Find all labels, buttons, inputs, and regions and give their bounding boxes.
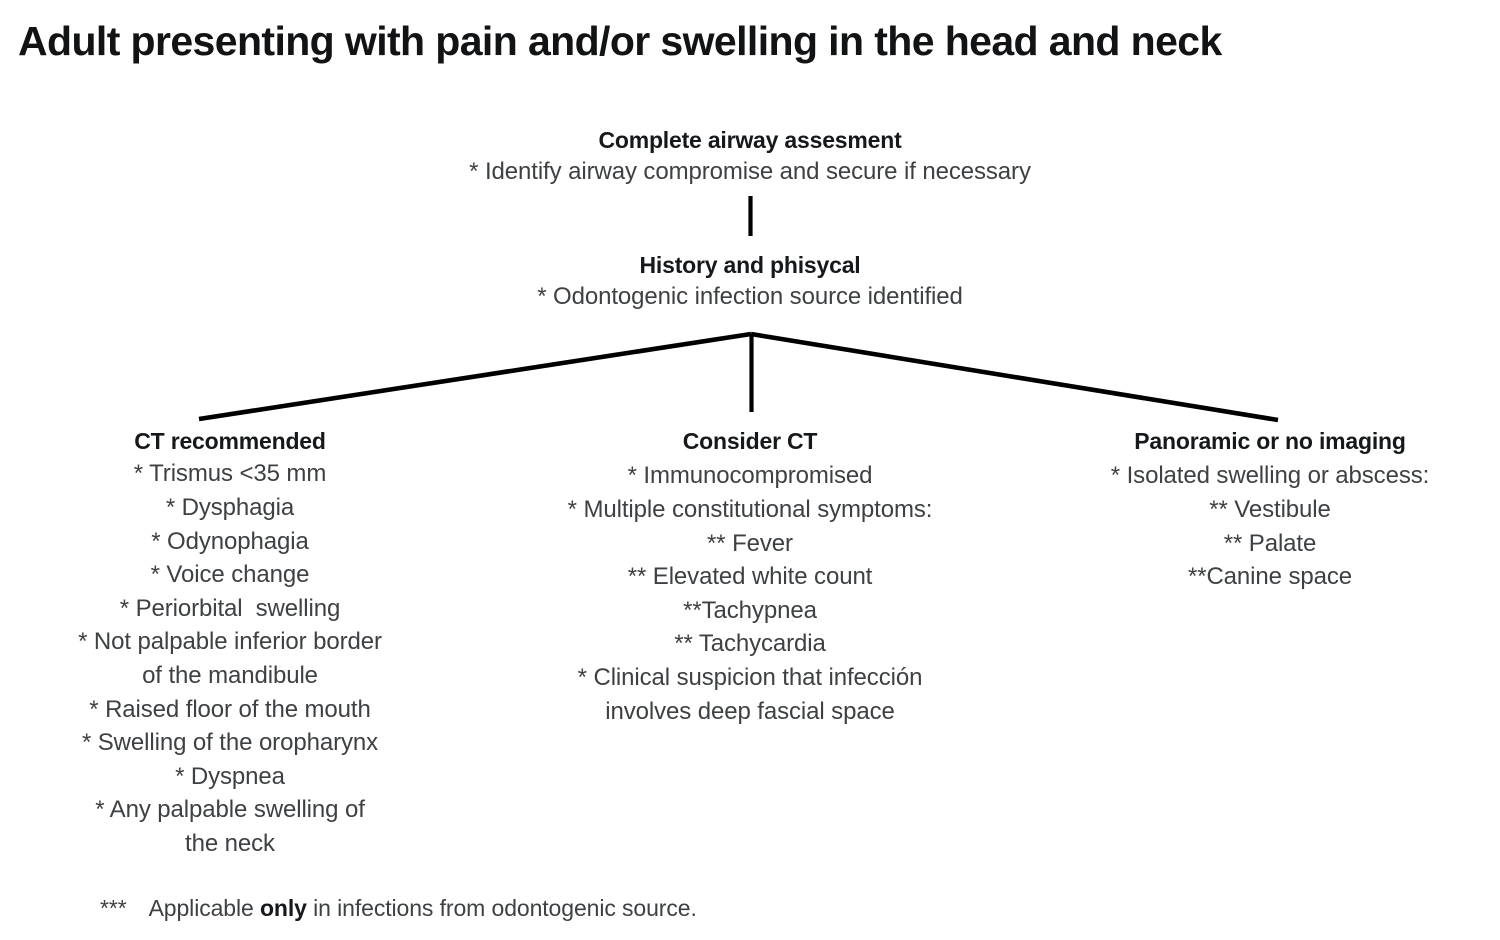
node-history-and-phisycal: History and phisycal * Odontogenic infec… — [300, 251, 1200, 314]
page-title: Adult presenting with pain and/or swelli… — [18, 18, 1222, 64]
branch-line: * Multiple constitutional symptoms: — [567, 496, 933, 524]
branch-line: * Voice change — [150, 561, 310, 589]
branch-consider-ct: Consider CT * Immunocompromised * Multip… — [510, 427, 990, 728]
branch-line: * Raised floor of the mouth — [89, 695, 371, 723]
branch-line: * Trismus <35 mm — [133, 460, 327, 488]
branch-line: * Not palpable inferior border — [78, 628, 382, 656]
connector-history-to-panoramic — [750, 331, 1279, 423]
footnotes: *** Applicable only in infections from od… — [100, 890, 1400, 927]
branch-heading: CT recommended — [134, 428, 326, 454]
node-heading: Complete airway assesment — [598, 127, 902, 153]
branch-line: ** Fever — [707, 529, 793, 557]
branch-line: ** Elevated white count — [627, 563, 873, 591]
branch-line: * Swelling of the oropharynx — [81, 729, 379, 757]
branch-line: ** Palate — [1223, 529, 1317, 557]
branch-line: involves deep fascial space — [605, 697, 895, 725]
footnote-text-after: in infections from odontogenic source. — [306, 895, 697, 921]
branch-line: * Any palpable swelling of — [95, 796, 365, 824]
footnote-emphasis: only — [259, 895, 307, 921]
branch-line: ** Vestibule — [1209, 496, 1331, 524]
branch-heading: Consider CT — [682, 428, 818, 454]
node-line: * Odontogenic infection source identifie… — [537, 283, 963, 311]
branch-panoramic-or-no-imaging: Panoramic or no imaging * Isolated swell… — [1060, 427, 1480, 594]
branch-line: the neck — [185, 829, 275, 857]
branch-line: * Clinical suspicion that infección — [577, 664, 923, 691]
connector-history-to-ct-recommended — [198, 331, 752, 422]
branch-line: **Tachypnea — [683, 596, 817, 624]
branch-line: **Canine space — [1187, 563, 1353, 591]
branch-ct-recommended: CT recommended * Trismus <35 mm * Dyspha… — [20, 427, 440, 861]
footnote-odontogenic-source: *** Applicable only in infections from od… — [100, 890, 1400, 927]
node-heading: History and phisycal — [639, 252, 861, 278]
branch-line: * Odynophagia — [151, 527, 309, 555]
branch-line: * Dyspnea — [175, 762, 285, 790]
footnote-text-before: Applicable — [148, 895, 260, 921]
branch-line: * Dysphagia — [165, 494, 295, 522]
branch-heading: Panoramic or no imaging — [1134, 428, 1406, 454]
footnote-marker: *** — [100, 895, 127, 921]
branch-line: * Periorbital swelling — [119, 594, 341, 622]
branch-line: ** Tachycardia — [674, 630, 826, 658]
node-complete-airway-assesment: Complete airway assesment * Identify air… — [250, 126, 1250, 189]
branch-line: * Immunocompromised — [627, 462, 873, 490]
branch-line: of the mandibule — [142, 662, 318, 689]
branch-line: * Isolated swelling or abscess: — [1110, 462, 1430, 490]
node-line: * Identify airway compromise and secure … — [469, 158, 1031, 186]
